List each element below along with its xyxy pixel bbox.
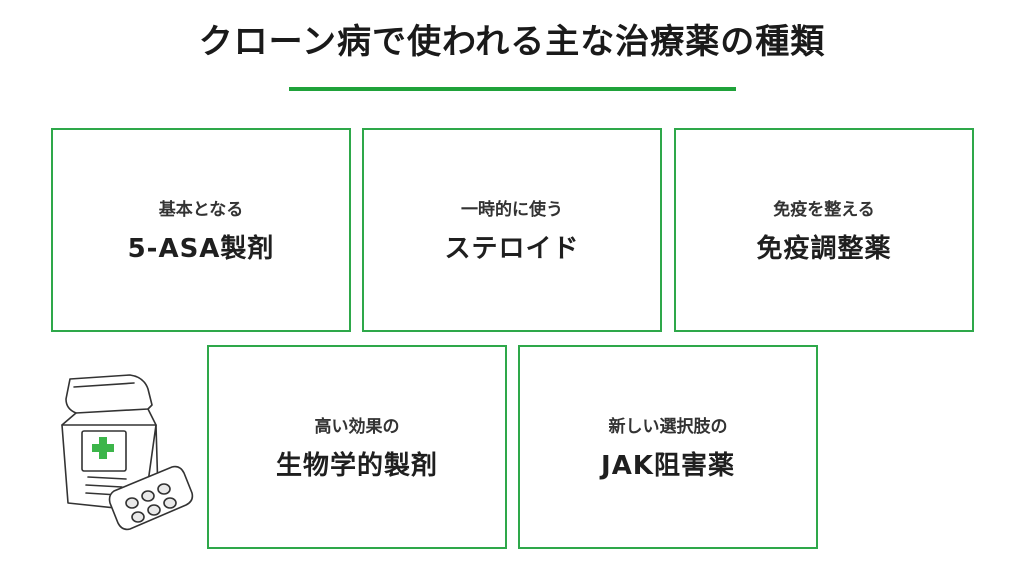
- medical-cross-icon: [92, 437, 114, 459]
- title-underline: [289, 87, 736, 91]
- drug-card-immunomodulator: 免疫を整える 免疫調整薬: [674, 128, 974, 332]
- pill-blister-pack-icon: [108, 465, 194, 531]
- drug-card-jak-inhibitor: 新しい選択肢の JAK阻害薬: [518, 345, 818, 549]
- drug-card-title: ステロイド: [444, 234, 580, 264]
- drug-card-5asa: 基本となる 5-ASA製剤: [51, 128, 351, 332]
- drug-card-subtitle: 高い効果の: [314, 417, 400, 437]
- drug-card-subtitle: 新しい選択肢の: [608, 417, 728, 437]
- drug-card-title: 免疫調整薬: [756, 234, 892, 264]
- drug-card-subtitle: 一時的に使う: [461, 200, 563, 220]
- medicine-bag-icon: [61, 374, 159, 512]
- drug-card-subtitle: 基本となる: [158, 200, 244, 220]
- page-title: クローン病で使われる主な治療薬の種類: [198, 22, 826, 62]
- drug-card-steroid: 一時的に使う ステロイド: [362, 128, 662, 332]
- drug-card-subtitle: 免疫を整える: [773, 200, 875, 220]
- medicine-illustration: [61, 374, 194, 531]
- drug-card-title: JAK阻害薬: [601, 451, 735, 481]
- drug-card-biologic: 高い効果の 生物学的製剤: [207, 345, 507, 549]
- drug-card-title: 生物学的製剤: [275, 451, 438, 481]
- drug-card-title: 5-ASA製剤: [127, 234, 275, 264]
